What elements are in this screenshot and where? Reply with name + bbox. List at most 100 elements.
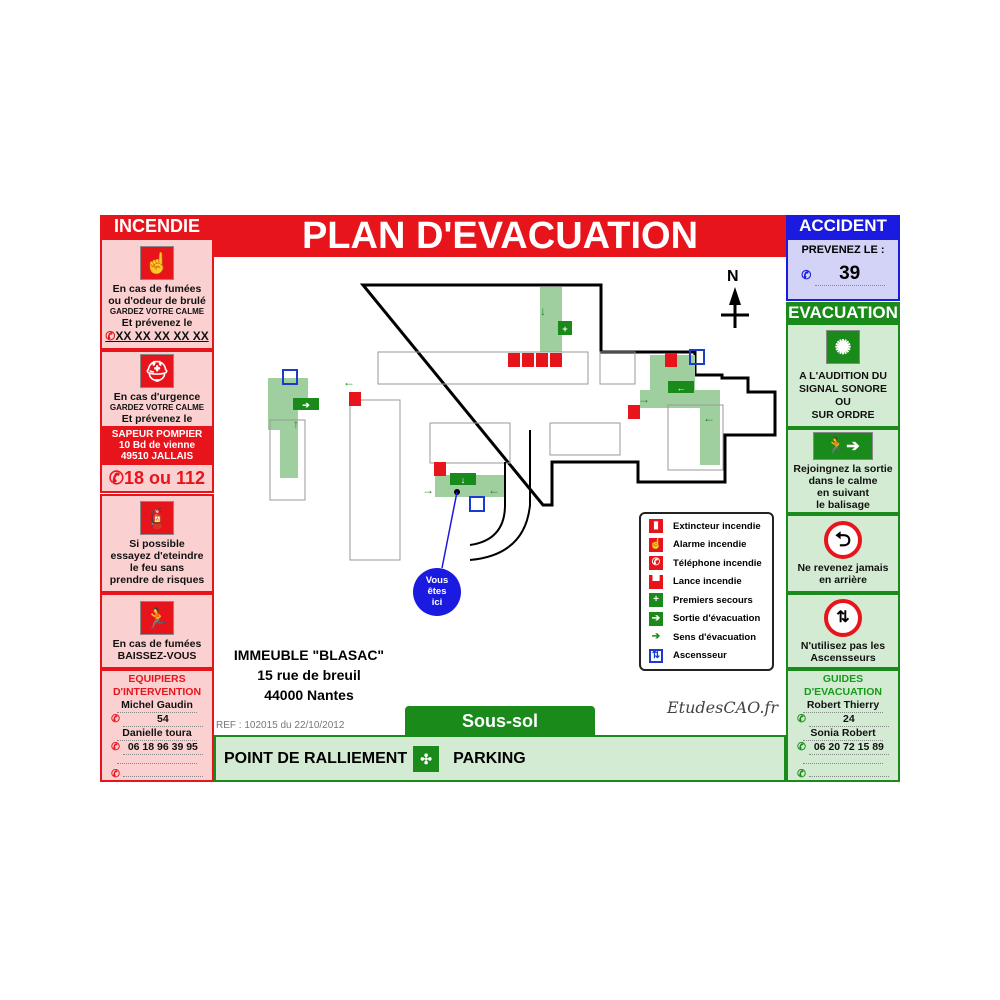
legend-label: Ascensseur [673,650,727,662]
rally-place: PARKING [453,749,526,767]
text: 49510 JALLAIS [120,451,194,462]
legend-label: Sens d'évacuation [673,631,757,643]
evacuation-arrows: ←↑→←→←↓ [293,304,715,497]
text: PREVENEZ LE : [801,244,885,256]
svg-text:↓: ↓ [540,304,546,318]
text: SIGNAL SONORE [799,382,887,395]
text: Ne revenez jamais [797,562,889,574]
crouch-under-smoke-icon: 🏃 [140,600,174,635]
evacuation-header: EVACUATION [786,302,900,323]
svg-text:→: → [422,483,434,497]
text: GUIDES [822,673,864,685]
text: OU [835,395,851,408]
extinguisher-icon [434,462,446,476]
text: 18 ou 112 [124,468,206,488]
exit-arrow: ➔ [302,400,310,410]
phone-icon: ✆ [801,268,815,282]
legend-item: ☝Alarme incendie [649,536,772,555]
alarm-icon [536,353,548,367]
text: GARDEZ VOTRE CALME [109,306,205,316]
parking-spaces [269,351,724,561]
reference: REF : 102015 du 22/10/2012 [216,720,345,731]
exit-sign-icon: ➔ [649,611,663,626]
fire-hose-icon: ▀ [649,574,663,589]
incendie-box-alarm: ☝ En cas de fumées ou d'odeur de brulé G… [100,238,214,350]
text: prendre de risques [109,574,205,586]
legend-label: Téléphone incendie [673,557,762,569]
extinguisher-icon [550,353,562,367]
text: EQUIPIERS [128,673,186,685]
equipiers: EQUIPIERS D'INTERVENTION Michel Gaudin ✆… [100,669,214,782]
arrow-icon: ➔ [651,631,661,643]
assembly-point-icon: ✣ [413,745,440,772]
svg-text:↑: ↑ [293,417,299,431]
evac-box-no-elevator: ⇅ N'utilisez pas les Ascensseurs [786,593,900,669]
phone-icon: ✆ [105,328,116,343]
svg-text:←: ← [488,483,500,497]
text: En cas de fumées [112,282,202,295]
name: Robert Thierry [803,699,883,713]
first-aid-cross: + [562,324,567,334]
accident-box: PREVENEZ LE : ✆ 39 [786,238,900,301]
extinguisher-icon [628,405,640,419]
name: Michel Gaudin [117,699,197,713]
alarm-icon: ☝ [649,537,663,552]
text: Vous [425,575,449,586]
legend: ▮Extincteur incendie☝Alarme incendie✆Tél… [639,512,774,671]
page-title: PLAN D'EVACUATION [214,215,786,257]
building-address: IMMEUBLE "BLASAC" 15 rue de breuil 44000… [214,645,404,705]
text: A L'AUDITION DU [799,369,887,382]
evac-box-signal: ✺ A L'AUDITION DU SIGNAL SONORE OU SUR O… [786,323,900,428]
text: BAISSEZ-VOUS [117,649,197,662]
exit-arrow: ↓ [461,475,466,485]
phone-icon: ✆ [108,468,125,488]
text: Rejoingnez la sortie [793,462,893,475]
street: 15 rue de breuil [257,667,361,683]
evac-box-exit: 🏃➔ Rejoingnez la sortie dans le calme en… [786,428,900,514]
exit-sign-icon [668,381,694,393]
text: Et prévenez le [121,412,193,425]
compass [721,287,749,328]
logo: EtudesCAO.fr [667,698,778,717]
phone: 54 [122,713,203,727]
guides: GUIDES D'EVACUATION Robert Thierry ✆ 24 … [786,669,900,782]
name: Danielle toura [117,727,197,741]
text: D'INTERVENTION [112,686,202,698]
legend-item: ➔Sortie d'évacuation [649,610,772,629]
text: SAPEUR POMPIER [111,429,203,440]
exit-sign-icon [293,398,319,410]
legend-item: ✆Téléphone incendie [649,554,772,573]
svg-text:←: ← [703,411,715,425]
building-outline [359,283,777,507]
emergency-exit-icon: 🏃➔ [813,431,873,460]
emergency-number: ✆18 ou 112 [100,463,214,493]
phone: 06 18 96 39 95 [122,741,203,755]
legend-label: Lance incendie [673,576,742,588]
extinguisher-icon: ▮ [649,519,663,534]
no-elevator-icon: ⇅ [824,598,862,637]
first-aid-icon: + [649,593,663,608]
elevator-icon [469,496,485,512]
incendie-box-smoke: 🏃 En cas de fumées BAISSEZ-VOUS [100,593,214,669]
text: D'EVACUATION [804,686,882,698]
text: le feu sans [129,562,185,574]
legend-label: Premiers secours [673,594,753,606]
accident-number: 39 [814,263,885,286]
legend-item: + Premiers secours [649,591,772,610]
name: Sonia Robert [803,727,883,741]
phone-icon [508,353,520,367]
text: Si possible [129,538,185,550]
incendie-box-extinguish: 🧯 Si possible essayez d'eteindre le feu … [100,494,214,593]
city: 44000 Nantes [264,687,354,703]
text: 10 Bd de vienne [118,440,196,451]
extinguisher-icon [349,392,361,406]
fire-alarm-button-icon: ☝ [140,245,174,280]
text: En cas d'urgence [113,390,201,403]
elevator-icon: ⇅ [649,648,663,663]
no-turning-back-icon: ⮌ [824,521,862,559]
fire-extinguisher-icon: 🧯 [140,501,174,535]
legend-item: ➔ Sens d'évacuation [649,628,772,647]
evac-box-no-return: ⮌ Ne revenez jamais en arrière [786,514,900,593]
alarm-signal-icon: ✺ [826,329,860,364]
legend-item: ▀ Lance incendie [649,573,772,592]
